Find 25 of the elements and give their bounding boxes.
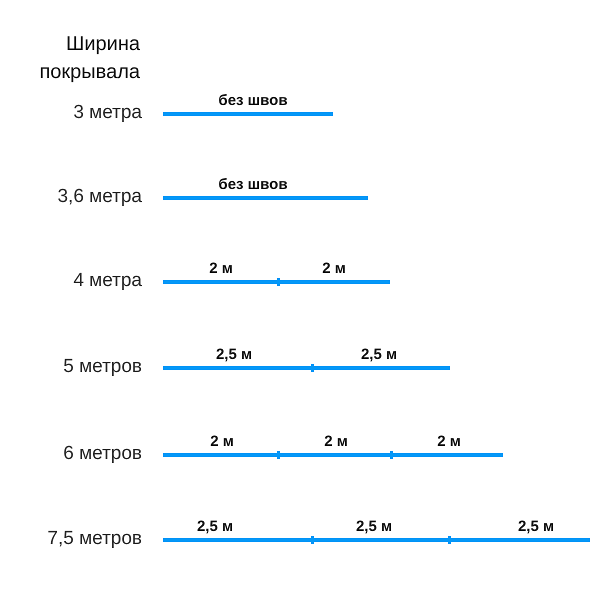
segment-label: без швов (218, 93, 288, 109)
width-bar (163, 453, 503, 457)
segment-label: 2,5 м (518, 519, 554, 535)
segment-label: 2,5 м (360, 347, 398, 363)
width-label: 3 метра (73, 102, 142, 124)
segment-label: 2 м (437, 434, 461, 450)
width-label: 6 метров (63, 443, 142, 465)
width-bar (163, 366, 450, 370)
width-bar (163, 112, 333, 116)
segment-label: 2 м (210, 434, 234, 450)
segment-label: 2 м (209, 261, 233, 277)
width-bar (163, 196, 368, 200)
chart-title: Ширина покрывала (38, 32, 140, 85)
width-label: 4 метра (73, 270, 142, 292)
segment-label: 2 м (322, 261, 346, 277)
segment-label: без швов (218, 177, 288, 193)
segment-label: 2,5 м (356, 519, 392, 535)
width-label: 5 метров (63, 356, 142, 378)
width-label: 7,5 метров (47, 528, 142, 550)
segment-label: 2 м (324, 434, 348, 450)
segment-label: 2,5 м (216, 347, 252, 363)
width-label: 3,6 метра (57, 186, 142, 208)
width-bar (163, 280, 390, 284)
width-bar (163, 538, 590, 542)
segment-label: 2,5 м (196, 519, 234, 535)
